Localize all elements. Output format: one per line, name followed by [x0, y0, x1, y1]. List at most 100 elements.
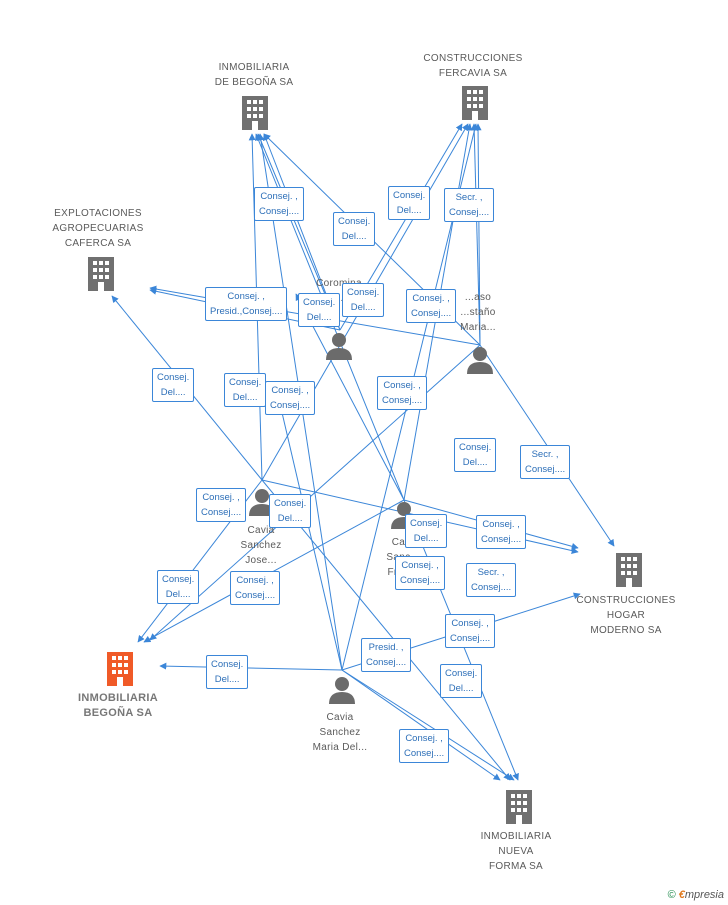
edge-label[interactable]: Consej. , Consej.... — [476, 515, 527, 549]
building-icon[interactable] — [240, 96, 270, 130]
company-name-line: BEGOÑA SA — [83, 707, 153, 719]
building-icon-focus[interactable] — [105, 652, 135, 686]
company-label-explotaciones-caferca[interactable]: EXPLOTACIONES AGROPECUARIAS CAFERCA SA — [33, 206, 163, 251]
company-name-line: HOGAR — [606, 610, 646, 621]
edge-label-line: Consej. , — [271, 385, 309, 396]
person-name-line: Jose... — [245, 555, 277, 566]
edge-label[interactable]: Consej. ,Consej.... — [445, 614, 496, 648]
brand-logo: © €mpresia — [668, 889, 724, 901]
company-label-inmobiliaria-de-begona[interactable]: INMOBILIARIA DE BEGOÑA SA — [189, 60, 319, 90]
company-name-line: FERCAVIA SA — [438, 68, 508, 79]
edge-label-line: Consej.... — [270, 400, 311, 411]
edge-line — [159, 662, 343, 671]
edge-label[interactable]: Consej. , Consej.... — [406, 289, 457, 323]
edge-label-line: Del.... — [396, 205, 422, 216]
edge-label-line: Del.... — [277, 513, 303, 524]
edge-label-line: Consej. , — [405, 733, 443, 744]
company-label-construcciones-fercavia[interactable]: CONSTRUCCIONES FERCAVIA SA — [408, 51, 538, 81]
person-label-paso[interactable]: ...aso ...staño Maria... — [413, 290, 543, 335]
person-icon[interactable] — [328, 676, 356, 704]
person-icon[interactable] — [466, 346, 494, 374]
edge-label[interactable]: Consej. , Consej.... — [399, 729, 450, 763]
edge-label-line: Consej. , — [401, 560, 439, 571]
edge-label-line: Consej.... — [201, 507, 242, 518]
company-label-construcciones-hogar-moderno[interactable]: CONSTRUCCIONES HOGAR MODERNO SA — [561, 593, 691, 638]
edge-label-line: Consej.... — [235, 590, 276, 601]
brand-mark: € — [678, 889, 685, 901]
edge-label[interactable]: Secr. ,Consej.... — [520, 445, 571, 479]
company-name-line: NUEVA — [498, 846, 534, 857]
edge-label-line: Consej.... — [525, 464, 566, 475]
edge-label-line: Consej. — [274, 498, 307, 509]
edge-label[interactable]: Consej. ,Consej.... — [377, 376, 428, 410]
person-label-cavia-maria[interactable]: Cavia Sanchez Maria Del... — [275, 710, 405, 755]
edge-label[interactable]: Consej.Del.... — [440, 664, 483, 698]
building-icon[interactable] — [86, 257, 116, 291]
edge-label[interactable]: Consej. ,Presid.,Consej.... — [205, 287, 288, 321]
edge-label[interactable]: Secr. ,Consej.... — [444, 188, 495, 222]
edge-label[interactable]: Consej.Del.... — [405, 514, 448, 548]
edge-label-line: Consej. — [347, 287, 380, 298]
person-name-line: Ca... — [391, 537, 415, 548]
edge-label[interactable]: Consej.Del.... — [224, 373, 267, 407]
edge-label[interactable]: Consej.Del.... — [333, 212, 376, 246]
person-label-cavia-jose[interactable]: Cavia Sanchez Jose... — [196, 523, 326, 568]
edge-label-line: Secr. , — [455, 192, 483, 203]
edge-label[interactable]: Consej. , Consej.... — [265, 381, 316, 415]
edge-label-line: Del.... — [214, 674, 240, 685]
edge-label[interactable]: Secr. ,Consej.... — [466, 563, 517, 597]
person-name-line: Sanchez — [319, 727, 361, 738]
edge-label-line: Consej.... — [411, 308, 452, 319]
edge-label-line: Consej. , — [451, 618, 489, 629]
person-name-line: ...staño — [460, 307, 496, 318]
edge-label[interactable]: Consej. ,Consej.... — [395, 556, 446, 590]
edge-label[interactable]: Consej.Del.... — [152, 368, 195, 402]
edge-label-line: Consej.... — [404, 748, 445, 759]
edge-label-line: Consej. , — [236, 575, 274, 586]
edge-label[interactable]: Consej.Del.... — [157, 570, 200, 604]
edge-label-line: Consej. , — [482, 519, 520, 530]
building-icon[interactable] — [460, 86, 490, 120]
edge-line — [470, 123, 481, 346]
edge-label[interactable]: Presid. ,Consej.... — [361, 638, 412, 672]
company-label-inmobiliaria-nueva-forma[interactable]: INMOBILIARIA NUEVA FORMA SA — [451, 829, 581, 874]
edge-label[interactable]: Consej. Del.... — [388, 186, 431, 220]
company-name-line: DE BEGOÑA SA — [214, 77, 294, 88]
edge-label-line: Consej. , — [412, 293, 450, 304]
edge-line — [341, 669, 501, 781]
person-name-line: ...aso — [464, 292, 492, 303]
building-icon[interactable] — [614, 553, 644, 587]
edge-label[interactable]: Consej. ,Consej.... — [196, 488, 247, 522]
edge-label-line: Secr. , — [477, 567, 505, 578]
company-name-line: CONSTRUCCIONES — [576, 595, 676, 606]
edge-label[interactable]: Consej.Del.... — [206, 655, 249, 689]
edge-label[interactable]: Consej.Del.... — [454, 438, 497, 472]
edge-label-line: Consej. — [303, 297, 336, 308]
edge-line — [341, 669, 515, 781]
edge-label[interactable]: Consej. Del.... — [269, 494, 312, 528]
edge-label-line: Consej.... — [382, 395, 423, 406]
edge-label-line: Del.... — [306, 312, 332, 323]
edge-line — [474, 123, 482, 346]
person-icon[interactable] — [248, 488, 276, 516]
edge-label[interactable]: Consej. Del.... — [298, 293, 341, 327]
edge-label-line: Presid.,Consej.... — [210, 306, 283, 317]
edge-line — [295, 293, 405, 501]
company-name-line: CONSTRUCCIONES — [423, 53, 523, 64]
edge-label-line: Consej.... — [366, 657, 407, 668]
edge-label[interactable]: Consej. , Consej.... — [230, 571, 281, 605]
company-label-inmobiliaria-begona[interactable]: INMOBILIARIA BEGOÑA SA — [53, 691, 183, 721]
edge-label-line: Del.... — [462, 457, 488, 468]
company-name-line: FORMA SA — [488, 861, 544, 872]
brand-name: mpresia — [684, 889, 724, 901]
edge-label[interactable]: Consej. ,Consej.... — [254, 187, 305, 221]
edge-label-line: Consej. — [393, 190, 426, 201]
edge-label-line: Del.... — [413, 533, 439, 544]
edge-label-line: Consej.... — [481, 534, 522, 545]
edge-label-line: Consej. — [157, 372, 190, 383]
person-icon[interactable] — [325, 332, 353, 360]
company-name-line: MODERNO SA — [590, 625, 662, 636]
building-icon[interactable] — [504, 790, 534, 824]
edge-label[interactable]: Consej.Del.... — [342, 283, 385, 317]
person-name-line: Maria... — [460, 322, 496, 333]
